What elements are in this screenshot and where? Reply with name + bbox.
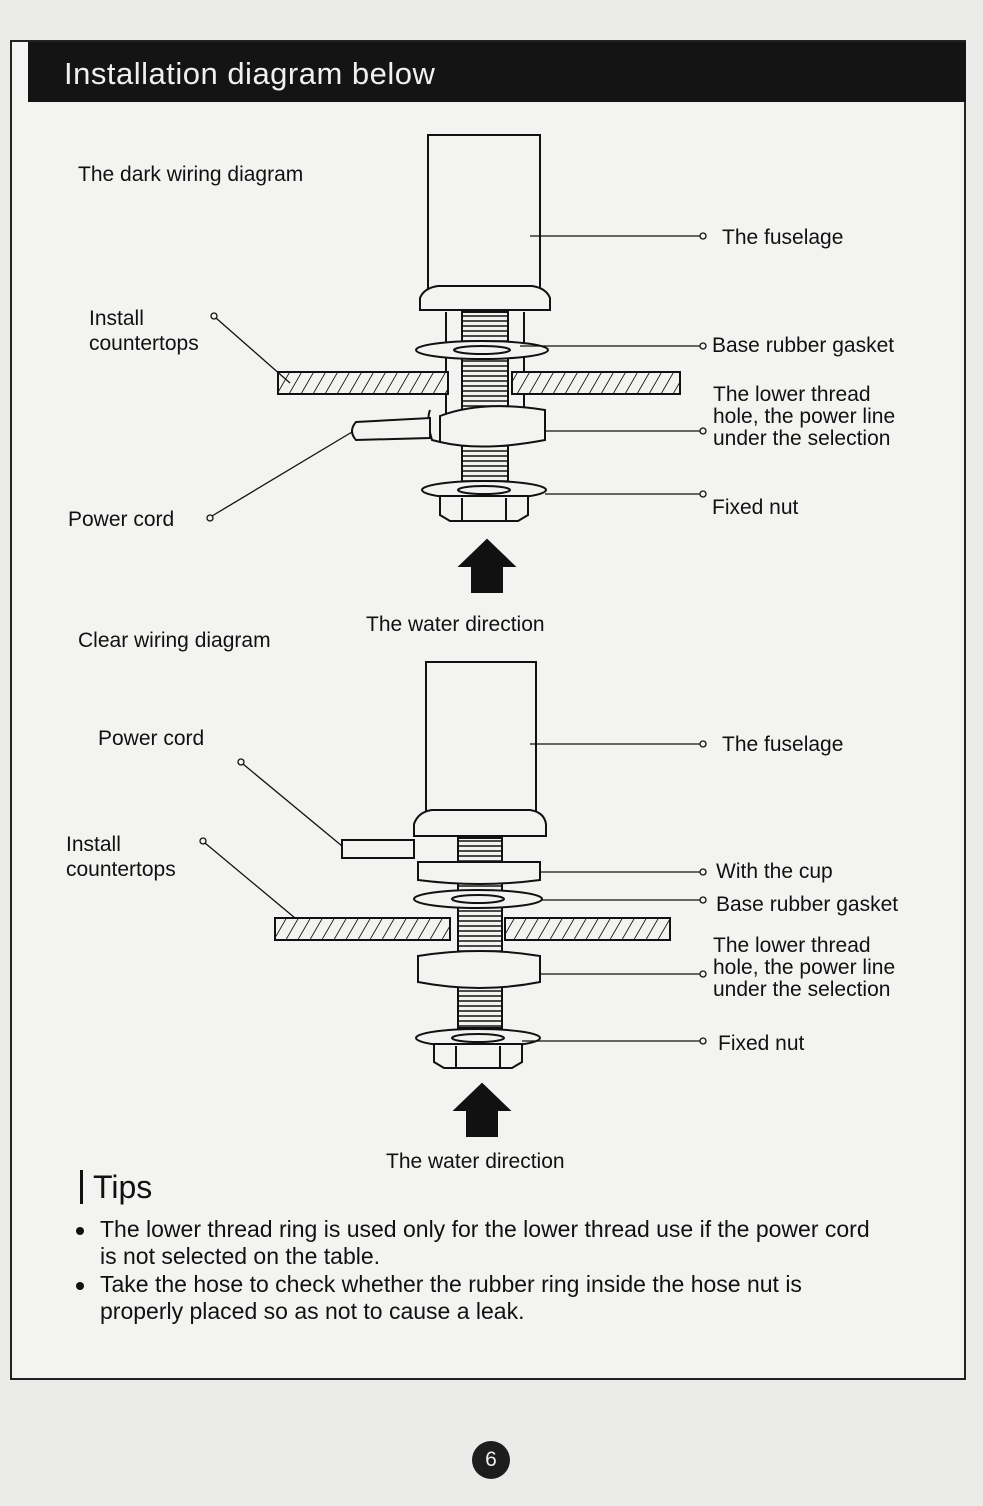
label-power-cord-2: Power cord	[98, 727, 205, 750]
fixed-nut-shape	[439, 495, 529, 522]
label-water-direction-2: The water direction	[386, 1150, 565, 1173]
countertop-left	[277, 371, 449, 395]
lower-thread-ring-2	[417, 950, 541, 989]
lower-thread-ring	[439, 405, 546, 448]
label-lower-thread-2: The lower thread hole, the power line un…	[713, 934, 896, 1001]
clear-leader-lines	[199, 740, 707, 1045]
power-cord-stub-2	[341, 839, 415, 859]
flange-shape	[419, 285, 551, 311]
label-fuselage: The fuselage	[722, 226, 844, 249]
bullet-icon	[76, 1227, 84, 1235]
tip-text: The lower thread ring is used only for t…	[100, 1216, 870, 1269]
power-cord-stub	[351, 416, 431, 442]
bullet-icon	[76, 1282, 84, 1290]
section-title: Installation diagram below	[64, 56, 436, 91]
label-with-cup: With the cup	[716, 860, 833, 883]
label-fuselage-2: The fuselage	[722, 733, 844, 756]
fuselage-shape-2	[425, 661, 537, 813]
tips-list: The lower thread ring is used only for t…	[72, 1216, 872, 1326]
label-water-direction: The water direction	[366, 613, 545, 636]
label-fixed-nut-2: Fixed nut	[718, 1032, 805, 1055]
tip-item: The lower thread ring is used only for t…	[72, 1216, 872, 1270]
fuselage-shape	[427, 134, 541, 291]
tip-item: Take the hose to check whether the rubbe…	[72, 1271, 872, 1325]
page-number: 6	[472, 1441, 510, 1479]
label-fixed-nut: Fixed nut	[712, 496, 799, 519]
clear-diagram-title: Clear wiring diagram	[78, 629, 271, 652]
tips-heading: Tips	[80, 1170, 152, 1204]
countertop-right-2	[504, 917, 671, 941]
label-power-cord: Power cord	[68, 508, 175, 531]
clear-diagram-drawing	[274, 661, 671, 1137]
dark-diagram-title: The dark wiring diagram	[78, 163, 304, 186]
label-install-countertops-2: Install countertops	[66, 833, 176, 881]
flange-shape-2	[413, 809, 547, 837]
water-arrow-2	[452, 1082, 512, 1137]
dark-diagram-drawing	[277, 134, 681, 593]
label-base-rubber-gasket-2: Base rubber gasket	[716, 893, 899, 916]
label-base-rubber-gasket: Base rubber gasket	[712, 334, 895, 357]
section-header: Installation diagram below	[28, 42, 966, 102]
water-arrow-1	[457, 538, 517, 593]
label-lower-thread: The lower thread hole, the power line un…	[713, 383, 896, 450]
label-install-countertops: Install countertops	[89, 307, 199, 355]
cup-shape	[417, 861, 541, 885]
dark-leader-lines	[206, 232, 707, 522]
fixed-nut-shape-2	[433, 1043, 523, 1069]
countertop-left-2	[274, 917, 451, 941]
tip-text: Take the hose to check whether the rubbe…	[100, 1271, 802, 1324]
countertop-right	[511, 371, 681, 395]
